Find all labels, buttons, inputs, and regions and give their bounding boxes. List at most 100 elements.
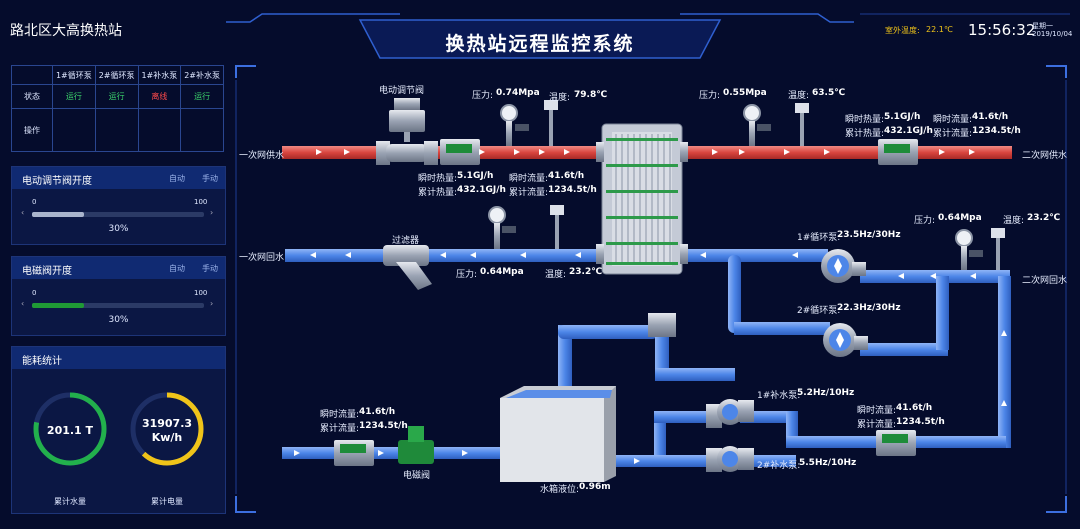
manual-button[interactable]: 手动 — [202, 174, 218, 183]
pressure-gauge-supply — [500, 104, 529, 146]
circ-pump-2-label: 2#循环泵: — [797, 306, 841, 316]
makeup-pump-1-value: 5.2Hz/10Hz — [797, 388, 855, 398]
valve-opening-fill — [32, 212, 84, 217]
inlet-inst-flow-label: 瞬时流量: — [320, 410, 360, 420]
chevron-right-icon[interactable]: › — [210, 299, 214, 308]
solenoid-valve-label: 电磁阀 — [403, 471, 431, 481]
outdoor-temp-value: 22.1℃ — [926, 25, 953, 34]
meter-right-cum-heat-label: 累计热量: — [845, 129, 885, 139]
energy-panel: 能耗统计 201.1 T 31907.3 Kw/h 累计水量 累计电量 — [11, 346, 226, 514]
pump-operate-cell[interactable] — [180, 108, 224, 152]
makeup-riser — [998, 276, 1011, 448]
system-title: 换热站远程监控系统 — [445, 33, 635, 55]
manual-button[interactable]: 手动 — [202, 264, 218, 273]
electric-control-valve — [376, 98, 438, 165]
meter-left-cum-heat-label: 累计热量: — [418, 188, 458, 198]
heat-meter-right — [878, 139, 918, 165]
water-total-label: 累计水量 — [54, 497, 86, 506]
auto-button[interactable]: 自动 — [169, 174, 185, 183]
secondary-temp-value: 63.5℃ — [812, 88, 846, 98]
primary-supply-label: 一次网供水 — [239, 151, 285, 161]
pump-operate-cell[interactable] — [52, 108, 96, 152]
secondary-pressure-label: 压力: — [699, 91, 721, 101]
return-pressure-label: 压力: — [456, 270, 478, 280]
inlet-pipe — [282, 447, 502, 459]
solenoid-opening-slider[interactable] — [32, 303, 204, 308]
power-total-label: 累计电量 — [151, 497, 183, 506]
makeup-pump-2-label: 2#补水泵: — [757, 461, 801, 471]
makeup-inst-flow-value: 41.6t/h — [896, 403, 933, 413]
temperature-sensor-secondary — [795, 103, 809, 146]
meter-right-inst-heat-value: 5.1GJ/h — [884, 112, 921, 122]
circulation-pump-2 — [823, 323, 868, 357]
chevron-right-icon[interactable]: › — [210, 208, 214, 217]
operate-row-label: 操作 — [11, 108, 53, 152]
pump-status: 离线 — [137, 84, 182, 109]
power-gauge-arc — [130, 392, 204, 466]
panel-title: 电磁阀开度 — [22, 266, 72, 277]
header-frame — [226, 13, 1070, 59]
circulation-pump-1 — [821, 249, 866, 283]
supply-temp-value: 79.8℃ — [574, 90, 608, 100]
pump-status-table: 1#循环泵 2#循环泵 1#补水泵 2#补水泵 状态 运行 运行 离线 运行 操… — [11, 65, 224, 152]
circ-pump-1-value: 23.5Hz/30Hz — [837, 230, 901, 240]
return-pressure-value: 0.64Mpa — [480, 267, 524, 277]
tee-fitting — [648, 313, 676, 337]
secondary-return-label: 二次网回水 — [1022, 276, 1068, 286]
panel-title: 能耗统计 — [22, 356, 62, 367]
meter-right-inst-heat-label: 瞬时热量: — [845, 115, 885, 125]
inlet-cum-flow-label: 累计流量: — [320, 424, 360, 434]
pressure-gauge-secondary-return — [955, 229, 983, 270]
auto-button[interactable]: 自动 — [169, 264, 185, 273]
meter-left-cum-flow-label: 累计流量: — [509, 188, 549, 198]
water-gauge-arc — [33, 392, 107, 466]
solenoid-valve-panel: 电磁阀开度 自动 手动 0 100 ‹ › 30% — [11, 256, 226, 336]
pump-status: 运行 — [94, 84, 139, 109]
makeup-pump-1 — [706, 399, 754, 428]
inlet-inst-flow-value: 41.6t/h — [359, 407, 396, 417]
return-temp-label: 温度: — [545, 270, 567, 280]
slider-max: 100 — [194, 289, 208, 297]
makeup-cum-flow-label: 累计流量: — [857, 420, 897, 430]
makeup-pump-2 — [706, 446, 754, 472]
y-filter — [383, 245, 432, 290]
filter-label: 过滤器 — [392, 236, 420, 246]
circ-branch-vertical — [728, 255, 741, 333]
meter-left-inst-flow-label: 瞬时流量: — [509, 174, 549, 184]
slider-min: 0 — [32, 289, 37, 297]
tank-level-value: 0.96m — [579, 482, 611, 492]
makeup-inst-flow-label: 瞬时流量: — [857, 406, 897, 416]
secondary-return-temp-value: 23.2℃ — [1027, 213, 1061, 223]
return-temp-value: 23.2℃ — [569, 267, 603, 277]
flow-meter-makeup — [876, 430, 916, 456]
chevron-left-icon[interactable]: ‹ — [21, 299, 25, 308]
status-row-label: 状态 — [11, 84, 53, 109]
meter-left-inst-heat-label: 瞬时热量: — [418, 174, 458, 184]
panel-title: 电动调节阀开度 — [22, 176, 92, 187]
secondary-return-pressure-value: 0.64Mpa — [938, 213, 982, 223]
temperature-sensor-return — [550, 205, 564, 249]
chevron-left-icon[interactable]: ‹ — [21, 208, 25, 217]
secondary-return-pressure-label: 压力: — [914, 216, 936, 226]
solenoid-opening-fill — [32, 303, 84, 308]
heat-meter-left — [440, 139, 480, 165]
diagram-frame — [235, 65, 1067, 513]
flow-arrows — [294, 149, 1007, 464]
secondary-pressure-value: 0.55Mpa — [723, 88, 767, 98]
supply-pressure-label: 压力: — [472, 91, 494, 101]
circ-pump-2-value: 22.3Hz/30Hz — [837, 303, 901, 313]
solenoid-opening-value: 30% — [108, 315, 129, 325]
makeup-cum-flow-value: 1234.5t/h — [896, 417, 945, 427]
meter-right-cum-flow-value: 1234.5t/h — [972, 126, 1021, 136]
water-tank — [500, 386, 616, 482]
date: 2019/10/04 — [1032, 30, 1073, 38]
valve-opening-value: 30% — [108, 224, 129, 234]
electric-valve-panel: 电动调节阀开度 自动 手动 0 100 ‹ › 30% — [11, 166, 226, 245]
slider-max: 100 — [194, 198, 208, 206]
flow-meter-inlet — [334, 440, 374, 466]
slider-min: 0 — [32, 198, 37, 206]
meter-right-cum-heat-value: 432.1GJ/h — [884, 126, 933, 136]
valve-opening-slider[interactable] — [32, 212, 204, 217]
supply-temp-label: 温度: — [549, 93, 571, 103]
